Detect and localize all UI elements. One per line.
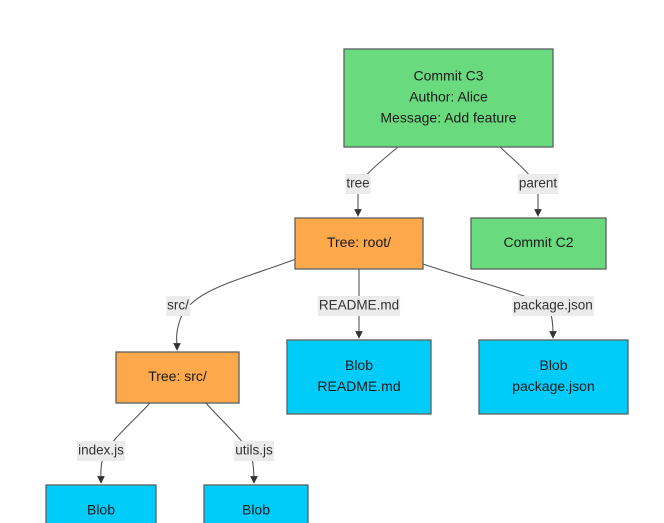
edge-root-src xyxy=(173,258,297,351)
commit-box xyxy=(343,48,554,148)
edge-label-root-readme: README.md xyxy=(317,296,401,316)
node-label-line: Blob xyxy=(539,357,567,373)
edge-label-background xyxy=(166,296,191,316)
node-src[interactable]: Tree: src/ xyxy=(115,351,240,404)
node-label-line: Blob xyxy=(345,357,373,373)
edge-label-text: src/ xyxy=(167,298,189,313)
node-label-line: Commit C3 xyxy=(413,68,483,84)
blob-box xyxy=(286,339,432,415)
edge-label-root-pkg: package.json xyxy=(512,296,594,316)
edge-label-c3-c2: parent xyxy=(517,174,559,194)
edge-label-text: index.js xyxy=(78,443,124,458)
edge-label-text: parent xyxy=(519,176,558,191)
node-pkg[interactable]: Blob package.json xyxy=(478,339,629,415)
blob-box xyxy=(45,484,157,523)
edge-label-text: package.json xyxy=(513,298,593,313)
edge-label-text: utils.js xyxy=(235,443,273,458)
node-label-line: Author: Alice xyxy=(409,89,488,105)
edge-label-c3-root: tree xyxy=(345,174,371,194)
edge-label-background xyxy=(234,441,274,461)
blob-box xyxy=(203,484,309,523)
node-label-line: Blob xyxy=(242,502,270,518)
edge-label-src-indexjs: index.js xyxy=(77,441,126,461)
edge-label-background xyxy=(77,441,126,461)
commit-box xyxy=(470,217,607,270)
node-label-line: package.json xyxy=(512,378,595,394)
edge-label-root-src: src/ xyxy=(166,296,191,316)
node-label-line: Commit C2 xyxy=(503,234,573,250)
node-root[interactable]: Tree: root/ xyxy=(294,217,424,270)
edge-label-background xyxy=(512,296,594,316)
tree-box xyxy=(294,217,424,270)
blob-box xyxy=(478,339,629,415)
edge-label-background xyxy=(517,174,559,194)
node-label-line: Message: Add feature xyxy=(380,110,516,126)
node-utilsjs[interactable]: Blob xyxy=(203,484,309,523)
node-indexjs[interactable]: Blob xyxy=(45,484,157,523)
edge-label-background xyxy=(317,296,401,316)
node-label-line: Tree: root/ xyxy=(327,234,391,250)
node-label-line: Tree: src/ xyxy=(148,368,207,384)
node-label-line: Blob xyxy=(87,502,115,518)
edge-label-text: README.md xyxy=(319,298,399,313)
tree-box xyxy=(115,351,240,404)
edge-label-text: tree xyxy=(346,176,369,191)
node-c2[interactable]: Commit C2 xyxy=(470,217,607,270)
edge-label-src-utilsjs: utils.js xyxy=(234,441,274,461)
edge-label-background xyxy=(345,174,371,194)
node-label-line: README.md xyxy=(317,378,400,394)
